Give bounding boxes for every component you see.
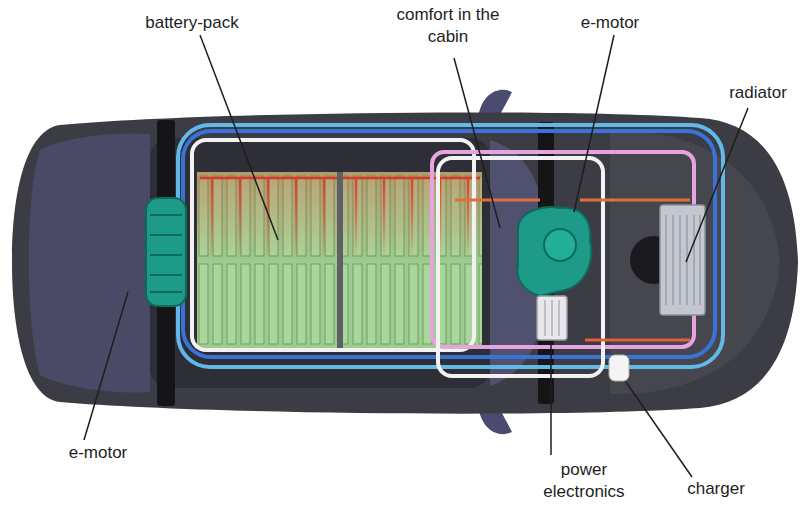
car-body <box>12 112 798 413</box>
leader-line <box>454 58 500 228</box>
part-label: radiator <box>729 82 787 104</box>
motor-hub <box>544 229 576 261</box>
part-label: battery-pack <box>145 12 239 34</box>
rear-e-motor <box>146 198 186 306</box>
coolant-loop <box>183 131 715 357</box>
heat-pipe <box>455 199 690 202</box>
coolant-loop <box>178 125 723 367</box>
radiator <box>660 205 705 315</box>
leader-line <box>574 35 614 212</box>
radiator-fins <box>666 215 700 305</box>
front-e-motor <box>517 207 591 296</box>
leader-line <box>686 108 748 262</box>
leader-lines <box>84 35 748 477</box>
part-label: charger <box>687 478 745 500</box>
motor-ribs <box>150 215 182 292</box>
power-electronics <box>537 296 567 340</box>
leader-line <box>550 344 552 455</box>
leader-line <box>626 382 692 477</box>
pe-fins <box>545 300 559 336</box>
part-label: power electronics <box>534 459 634 503</box>
part-label: comfort in the cabin <box>383 4 513 48</box>
part-label: e-motor <box>581 12 640 34</box>
leader-line <box>84 292 128 440</box>
heat-pipe <box>585 339 690 342</box>
part-label: e-motor <box>69 442 128 464</box>
rear-window <box>29 133 150 392</box>
charger <box>609 355 629 381</box>
coolant-loop <box>432 152 694 347</box>
leader-line <box>200 35 278 240</box>
battery-divider <box>337 172 343 348</box>
